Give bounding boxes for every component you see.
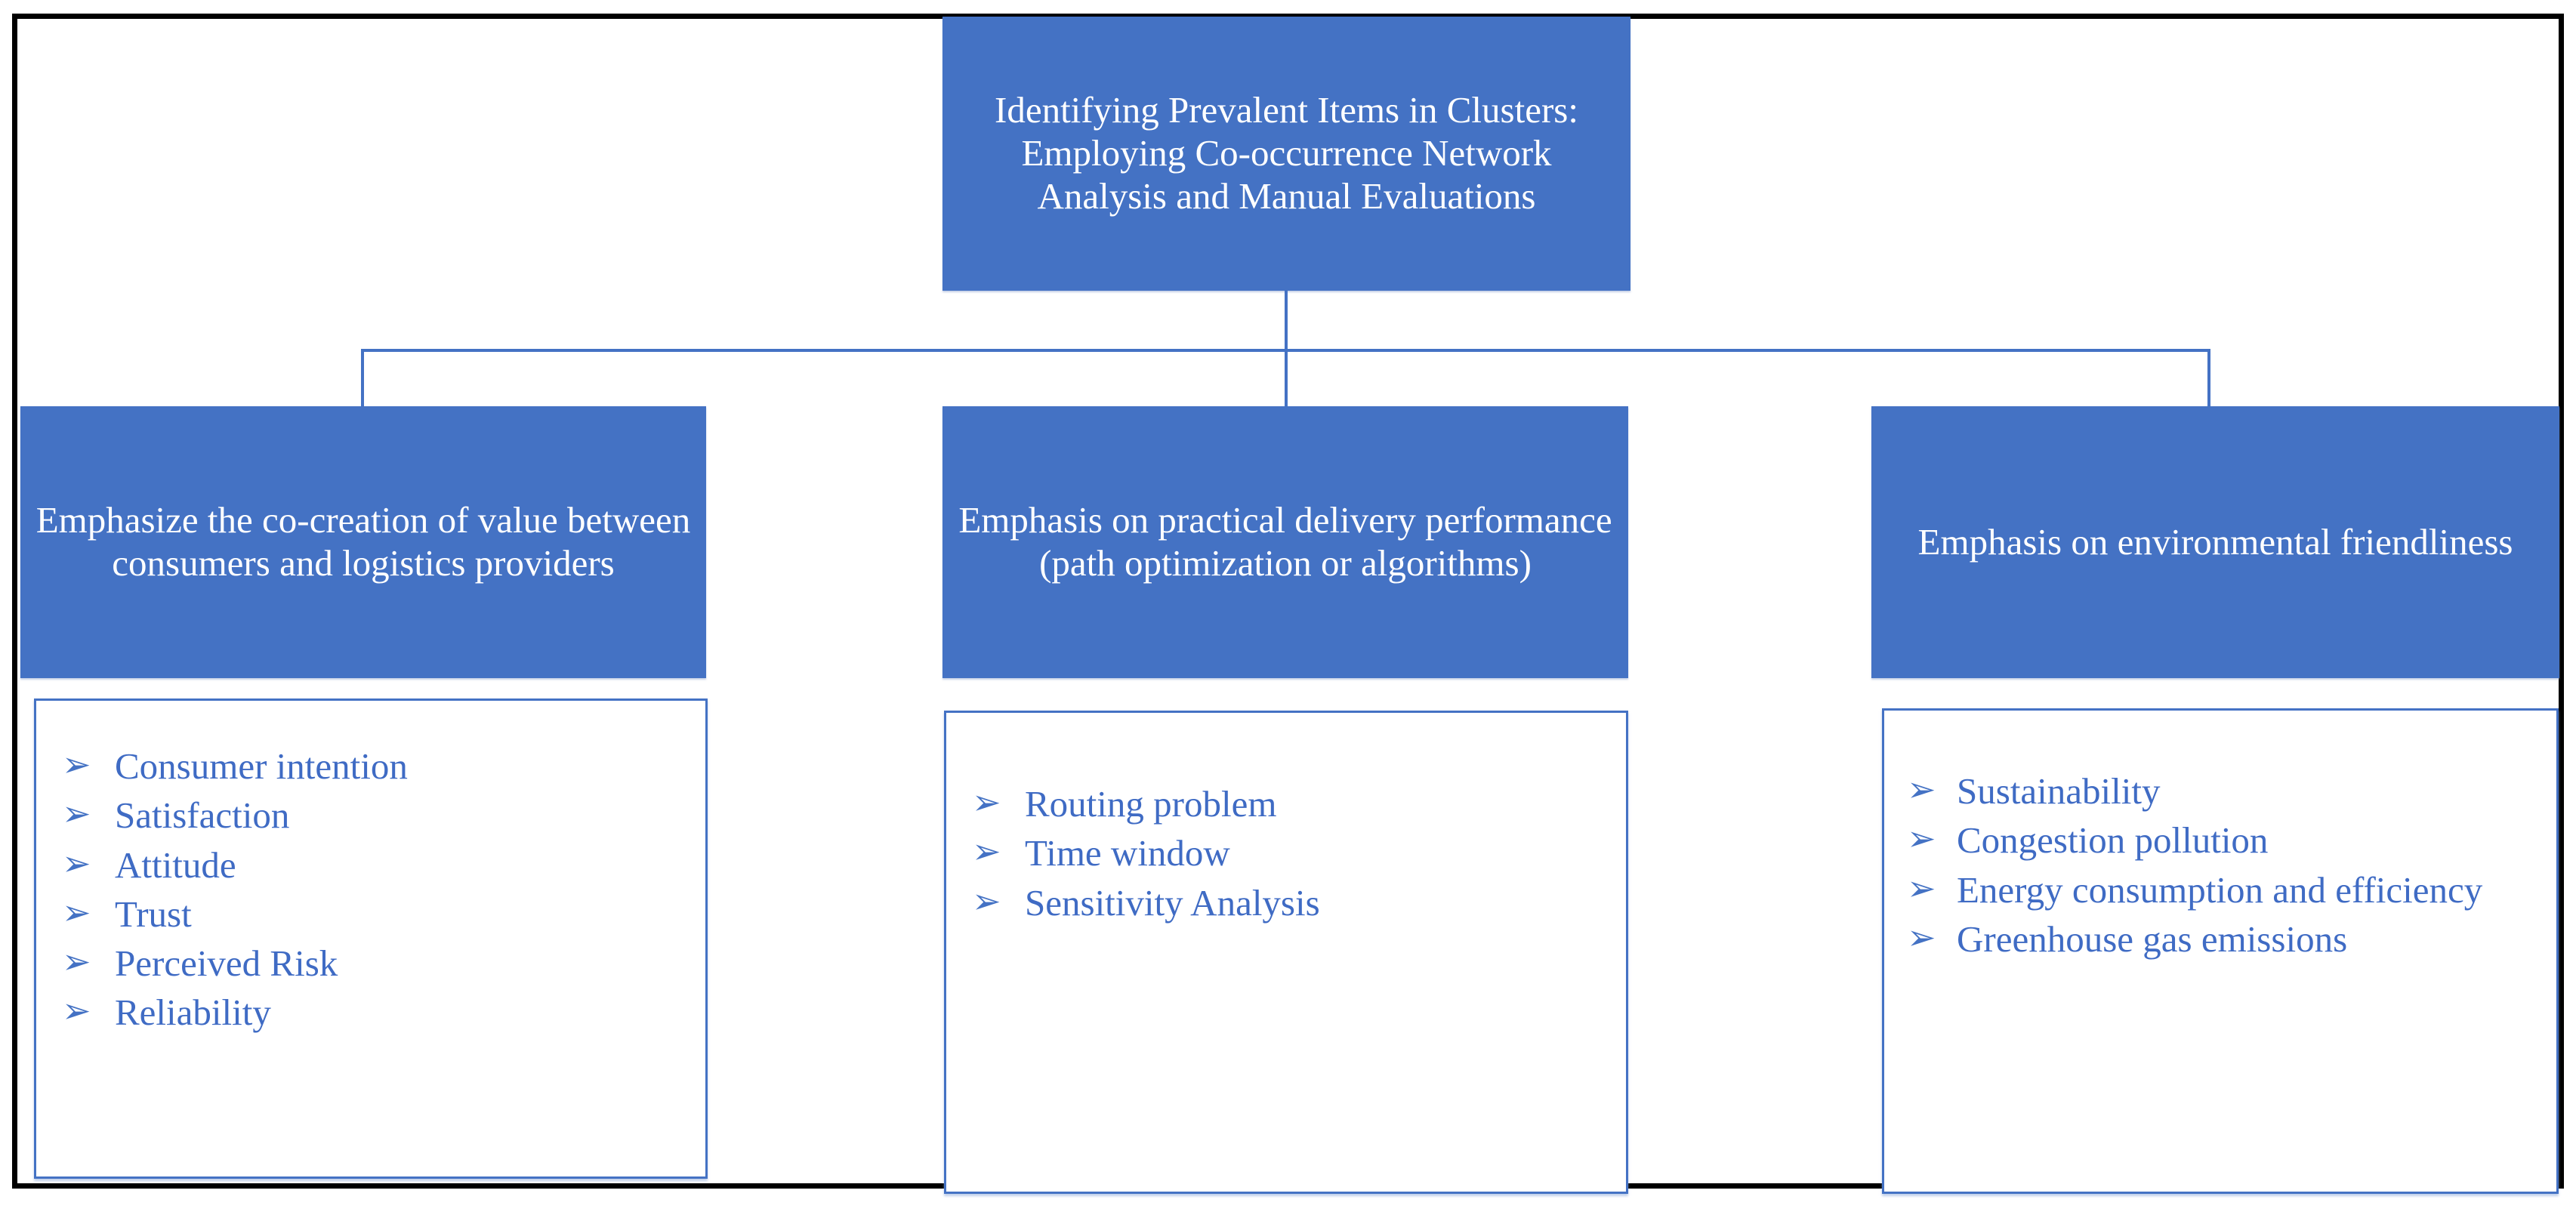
arrow-bullet-icon: ➢ [1907, 868, 1936, 908]
branch-2-header-label: Emphasis on practical delivery performan… [958, 499, 1612, 584]
list-item-label: Sustainability [1957, 770, 2161, 812]
list-item: ➢ Sustainability [1905, 768, 2543, 814]
arrow-bullet-icon: ➢ [1907, 819, 1936, 859]
branch-1-list-box: ➢ Consumer intention ➢ Satisfaction ➢ At… [34, 698, 708, 1179]
list-item: ➢ Energy consumption and efficiency [1905, 867, 2543, 913]
arrow-bullet-icon: ➢ [972, 783, 1001, 822]
list-item-label: Sensitivity Analysis [1025, 881, 1320, 924]
list-item: ➢ Trust [57, 891, 692, 937]
list-item: ➢ Consumer intention [57, 743, 692, 789]
list-item-label: Energy consumption and efficiency [1957, 868, 2483, 911]
branch-1-header-box: Emphasize the co-creation of value betwe… [20, 406, 706, 678]
arrow-bullet-icon: ➢ [62, 991, 91, 1031]
list-item-label: Perceived Risk [115, 942, 338, 984]
list-item: ➢ Satisfaction [57, 792, 692, 838]
branch-1-header-label: Emphasize the co-creation of value betwe… [35, 499, 691, 584]
list-item-label: Consumer intention [115, 745, 408, 787]
list-item: ➢ Routing problem [967, 781, 1612, 827]
list-item: ➢ Time window [967, 830, 1612, 876]
branch-2-header-box: Emphasis on practical delivery performan… [942, 406, 1628, 678]
arrow-bullet-icon: ➢ [1907, 770, 1936, 809]
list-item-label: Satisfaction [115, 794, 290, 837]
connector-root-vertical [1285, 291, 1288, 351]
connector-branch-1-drop [361, 349, 364, 408]
arrow-bullet-icon: ➢ [62, 745, 91, 784]
list-item: ➢ Attitude [57, 842, 692, 888]
arrow-bullet-icon: ➢ [972, 832, 1001, 871]
arrow-bullet-icon: ➢ [62, 843, 91, 883]
branch-1-list: ➢ Consumer intention ➢ Satisfaction ➢ At… [57, 743, 692, 1036]
arrow-bullet-icon: ➢ [62, 942, 91, 981]
arrow-bullet-icon: ➢ [62, 794, 91, 834]
root-node-box: Identifying Prevalent Items in Clusters:… [942, 17, 1630, 291]
branch-3-list: ➢ Sustainability ➢ Congestion pollution … [1905, 768, 2543, 962]
list-item: ➢ Greenhouse gas emissions [1905, 916, 2543, 962]
root-node-label: Identifying Prevalent Items in Clusters:… [995, 89, 1578, 217]
list-item: ➢ Perceived Risk [57, 940, 692, 986]
list-item-label: Reliability [115, 991, 271, 1034]
branch-3-header-label: Emphasis on environmental friendliness [1917, 520, 2513, 563]
list-item-label: Time window [1025, 832, 1230, 874]
list-item-label: Routing problem [1025, 783, 1277, 825]
list-item-label: Attitude [115, 843, 236, 886]
list-item: ➢ Sensitivity Analysis [967, 880, 1612, 926]
branch-3-list-box: ➢ Sustainability ➢ Congestion pollution … [1882, 708, 2559, 1194]
branch-2-list-box: ➢ Routing problem ➢ Time window ➢ Sensit… [944, 711, 1628, 1194]
connector-branch-2-drop [1285, 349, 1288, 408]
list-item-label: Congestion pollution [1957, 819, 2269, 862]
connector-branch-3-drop [2207, 349, 2210, 408]
arrow-bullet-icon: ➢ [62, 893, 91, 932]
list-item-label: Trust [115, 893, 192, 935]
branch-3-header-box: Emphasis on environmental friendliness [1871, 406, 2559, 678]
arrow-bullet-icon: ➢ [1907, 917, 1936, 957]
branch-2-list: ➢ Routing problem ➢ Time window ➢ Sensit… [967, 781, 1612, 926]
arrow-bullet-icon: ➢ [972, 881, 1001, 921]
list-item-label: Greenhouse gas emissions [1957, 917, 2348, 960]
list-item: ➢ Reliability [57, 989, 692, 1035]
list-item: ➢ Congestion pollution [1905, 817, 2543, 863]
